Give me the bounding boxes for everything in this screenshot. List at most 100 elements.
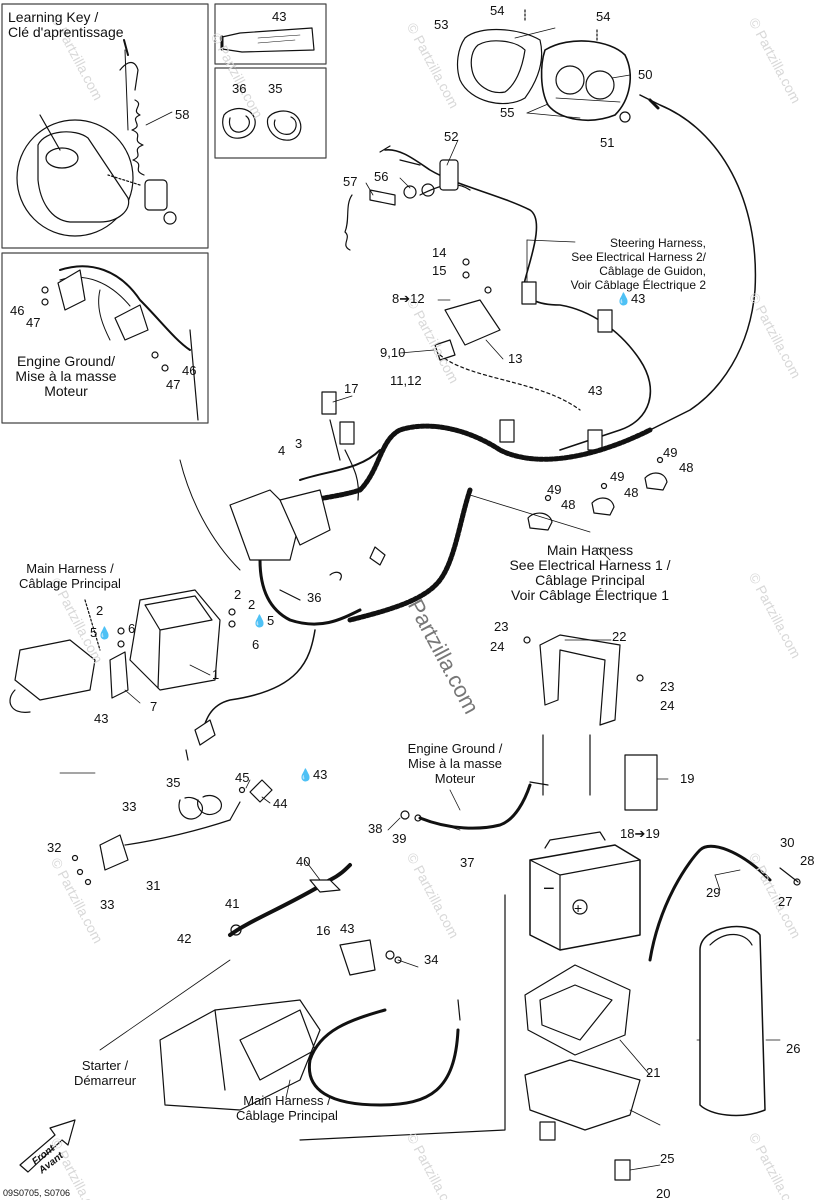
part-number: 48 bbox=[624, 485, 639, 500]
part-number: 25 bbox=[660, 1151, 675, 1166]
learning-key-label: Learning Key /Clé d'aprentissage bbox=[8, 9, 124, 40]
part-number: 47 bbox=[26, 315, 41, 330]
engine-ground-inset-frame bbox=[1, 252, 209, 424]
misc-parts-illustration bbox=[71, 749, 273, 886]
part-number: 51 bbox=[600, 135, 615, 150]
part-number: 43 bbox=[588, 383, 603, 398]
part-number: 46 bbox=[10, 303, 25, 318]
part-number: 16 bbox=[316, 923, 331, 938]
part-number: 55 bbox=[500, 105, 515, 120]
part-number: 33 bbox=[122, 799, 137, 814]
part-number: 39 bbox=[392, 831, 407, 846]
part-number: 38 bbox=[368, 821, 383, 836]
part-number: 48 bbox=[679, 460, 694, 475]
learning-key-post-illustration bbox=[344, 183, 435, 251]
part-number: 48 bbox=[561, 497, 576, 512]
clamp-inset-illustration bbox=[222, 107, 302, 141]
part-number: 43 bbox=[94, 711, 109, 726]
part-number: 22 bbox=[612, 629, 627, 644]
part-number: 31 bbox=[146, 878, 161, 893]
part-number: 58 bbox=[175, 107, 190, 122]
part-number: 43 bbox=[272, 9, 287, 24]
svg-text:−: − bbox=[543, 878, 555, 900]
part-number: 26 bbox=[786, 1041, 801, 1056]
part-number: 2 bbox=[234, 587, 242, 602]
part-number: 54 bbox=[596, 9, 611, 24]
drawing-code: 09S0705, S0706 bbox=[3, 1188, 71, 1198]
part-number: 24 bbox=[490, 639, 505, 654]
starter-illustration bbox=[159, 863, 506, 1141]
part-number: 47 bbox=[166, 377, 181, 392]
learning-key-illustration bbox=[16, 39, 177, 237]
part-number: 40 bbox=[296, 854, 311, 869]
part-number: 49 bbox=[547, 482, 562, 497]
lubricant-tube-illustration bbox=[220, 27, 315, 53]
part-number: 57 bbox=[343, 174, 358, 189]
part-number: 4 bbox=[278, 443, 286, 458]
part-number: 5💧 bbox=[90, 625, 113, 641]
battery-illustration: − + bbox=[529, 734, 658, 951]
main-harness-left-label: Main Harness /Câblage Principal bbox=[19, 561, 121, 591]
part-number: 56 bbox=[374, 169, 389, 184]
part-number: 49 bbox=[663, 445, 678, 460]
steering-harness-label: Steering Harness,See Electrical Harness … bbox=[570, 236, 706, 292]
battery-tray-illustration bbox=[524, 925, 766, 1181]
part-number: 💧43 bbox=[616, 291, 646, 307]
learning-key-inset-frame bbox=[1, 3, 209, 249]
engine-ground-cable-illustration bbox=[400, 781, 549, 830]
part-number: 14 bbox=[432, 245, 447, 260]
part-number: 23 bbox=[660, 679, 675, 694]
part-number: 💧5 bbox=[252, 613, 275, 629]
part-number: 52 bbox=[444, 129, 459, 144]
part-number: 15 bbox=[432, 263, 447, 278]
part-number: 8➔12 bbox=[392, 291, 425, 306]
part-number: 2 bbox=[96, 603, 104, 618]
part-number: 2 bbox=[248, 597, 256, 612]
part-number: 6 bbox=[128, 621, 136, 636]
part-number: 46 bbox=[182, 363, 197, 378]
bracket-illustration bbox=[523, 634, 644, 726]
part-number: 34 bbox=[424, 952, 439, 967]
module-illustration bbox=[434, 258, 581, 411]
front-arrow bbox=[19, 1119, 76, 1173]
part-number: 45 bbox=[235, 770, 250, 785]
clamp-inset-frame bbox=[214, 67, 327, 159]
relay-box-illustration bbox=[9, 589, 236, 713]
part-number: 28 bbox=[800, 853, 815, 868]
starter-label: Starter /Démarreur bbox=[73, 1058, 137, 1088]
part-number: 23 bbox=[494, 619, 509, 634]
part-number-label: 43 bbox=[630, 291, 646, 306]
engine-ground-inset-illustration bbox=[41, 265, 199, 421]
part-number: 32 bbox=[47, 840, 62, 855]
part-number-label: 43 bbox=[312, 767, 328, 782]
part-number: 35 bbox=[268, 81, 283, 96]
part-number: 53 bbox=[434, 17, 449, 32]
svg-text:+: + bbox=[574, 900, 582, 916]
harness-clips-illustration bbox=[527, 456, 668, 531]
part-number: 9,10 bbox=[380, 345, 406, 360]
part-number: 7 bbox=[150, 699, 158, 714]
part-number: 27 bbox=[778, 894, 793, 909]
main-harness-illustration bbox=[179, 391, 653, 746]
part-number: 33 bbox=[100, 897, 115, 912]
part-number: 30 bbox=[780, 835, 795, 850]
part-number: 19 bbox=[680, 771, 695, 786]
part-number: 6 bbox=[252, 637, 260, 652]
part-number: 20 bbox=[656, 1186, 671, 1200]
lubricant-inset-frame bbox=[214, 3, 327, 65]
part-number: 💧43 bbox=[298, 767, 328, 783]
main-harness-bottom-label: Main Harness /Câblage Principal bbox=[236, 1093, 338, 1123]
part-number: 29 bbox=[706, 885, 721, 900]
part-number: 50 bbox=[638, 67, 653, 82]
part-number: 24 bbox=[660, 698, 675, 713]
part-number: 13 bbox=[508, 351, 523, 366]
part-number: 44 bbox=[273, 796, 288, 811]
part-number: 41 bbox=[225, 896, 240, 911]
part-number: 54 bbox=[490, 3, 505, 18]
gauge-cluster-illustration bbox=[456, 9, 757, 431]
